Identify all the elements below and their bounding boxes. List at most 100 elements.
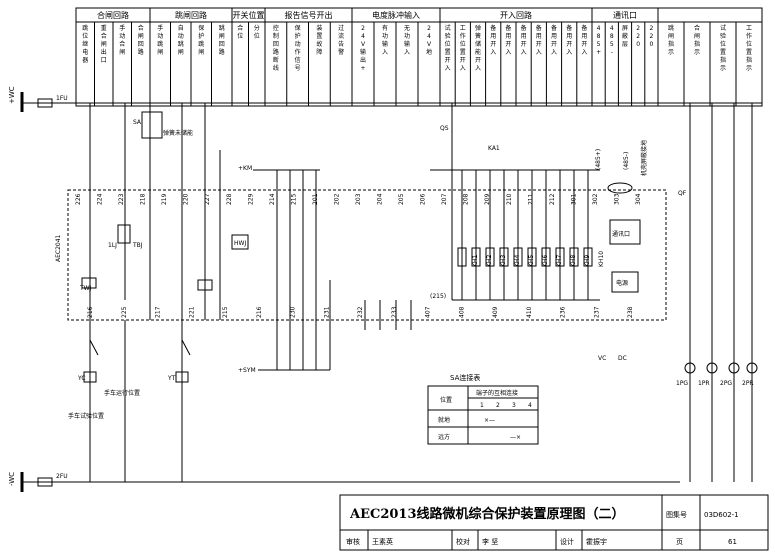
sa-col-1: 1 — [480, 402, 484, 409]
label-ksm: +KM — [238, 165, 252, 172]
terminal-number: 209 — [484, 193, 491, 205]
terminal-number: 215 — [290, 193, 297, 205]
terminal-number: 301 — [570, 193, 577, 205]
header-column-label: 备用开入 — [521, 24, 527, 56]
terminal-number: 211 — [527, 193, 534, 205]
terminal-number: 236 — [560, 306, 567, 318]
kh-relay-coil — [583, 247, 593, 267]
label-hwj: HWJ — [234, 240, 246, 247]
checker-name: 李 坚 — [482, 537, 498, 546]
header-column-label: 跳位继电器 — [82, 24, 88, 64]
header-column-label: 手动跳闸 — [157, 24, 163, 56]
review-label: 审核 — [346, 537, 360, 546]
terminal-number: 238 — [627, 306, 634, 318]
terminal-number: 201 — [312, 193, 319, 205]
sa-row-local-mark: ×— — [484, 417, 495, 424]
terminal-number: 410 — [526, 306, 533, 318]
header-group-label: 跳闸回路 — [175, 10, 207, 20]
label-comm-port: 通讯口 — [612, 230, 630, 238]
kh-relay-coil — [527, 247, 537, 267]
kh-relay-coil — [569, 247, 579, 267]
header-column-label: 跳闸回路 — [219, 24, 225, 56]
label-vc: VC — [598, 355, 606, 362]
shield-note: 机壳屏蔽接地 — [640, 140, 648, 176]
terminal-number: 304 — [635, 193, 642, 205]
title-block: AEC2013线路微机综合保护装置原理图（二） 图集号 03D602-1 审核 … — [339, 494, 769, 551]
header-column-label: 合位 — [237, 24, 243, 40]
drawing-title: AEC2013线路微机综合保护装置原理图（二） — [349, 506, 625, 522]
comm-section: 通讯口 电源 (485+) (485-) 机壳屏蔽接地 VC DC — [595, 140, 648, 362]
header-column-label: 保护动作信号 — [295, 24, 301, 72]
header-column-label: 重合闸出口 — [101, 24, 107, 64]
sa-row-remote-mark: —× — [510, 434, 521, 441]
page-label: 页 — [676, 538, 683, 546]
terminal-number: 205 — [398, 193, 405, 205]
header-group-label: 通讯口 — [613, 10, 637, 20]
check-label: 校对 — [456, 537, 470, 546]
terminal-number: 407 — [425, 306, 432, 318]
label-dc: DC — [618, 355, 627, 362]
sa-switch[interactable]: SA 弹簧未储能 — [133, 111, 193, 139]
atlas-label: 图集号 — [666, 510, 687, 519]
indicator-lamps: 1PG 1PR 2PG 2PR QF — [676, 103, 758, 482]
power-bus-top: +WC 1FU — [8, 86, 762, 112]
sa-col-4: 4 — [528, 402, 532, 409]
header-column-label: 合闸指示 — [694, 24, 700, 56]
terminal-number: 232 — [357, 306, 364, 318]
reviewer-name: 王素英 — [372, 537, 393, 546]
header-column-label: 保护跳闸 — [198, 24, 204, 56]
header-column-label: 跳闸指示 — [668, 24, 674, 56]
terminal-number: 302 — [592, 193, 599, 205]
terminal-number: 409 — [492, 306, 499, 318]
signal-outputs: +KM +SYM — [238, 165, 331, 374]
label-2pg: 2PG — [720, 380, 732, 387]
atlas-number: 03D602-1 — [704, 511, 739, 519]
comm-note-plus: (485+) — [595, 149, 602, 170]
terminal-number: 229 — [247, 193, 254, 205]
sa-position-header: 位置 — [440, 396, 452, 404]
tripping-circuit: HWJ — [181, 103, 249, 482]
label-2pr: 2PR — [742, 380, 754, 387]
comm-note-minus: (485-) — [623, 152, 630, 170]
terminal-number: 216 — [87, 306, 94, 318]
label-yt: YT — [167, 375, 176, 382]
header-column-label: 试验位置开入 — [445, 24, 451, 72]
terminal-number: 212 — [549, 193, 556, 205]
designer-name: 霍振宇 — [586, 537, 607, 546]
sa-row-local: 就地 — [438, 416, 450, 424]
terminal-number: 228 — [226, 193, 233, 205]
header-column-label: 过流告警 — [338, 24, 344, 56]
manual-test-note: 手车试验位置 — [68, 412, 104, 420]
label-tbj: TBJ — [132, 242, 143, 249]
terminal-number: 231 — [323, 306, 330, 318]
header-column-label: 试验位置指示 — [720, 24, 726, 72]
breaker-coils: YC YT 手车试验位置 手车运行位置 — [68, 339, 191, 420]
header-column-label: 备用开入 — [536, 24, 542, 56]
terminal-number: 206 — [420, 193, 427, 205]
header-column-label: 手动合闸 — [119, 24, 125, 56]
terminal-number: 220 — [183, 193, 190, 205]
header-group-label: 开入回路 — [500, 10, 532, 20]
header-column-label: 备用开入 — [581, 24, 587, 56]
header-column-label: 装置故障 — [316, 24, 322, 56]
header-group-label: 开关位置 — [233, 10, 265, 20]
header-column-label: 屏蔽层 — [622, 25, 628, 48]
header-column-label: 分位 — [254, 24, 260, 40]
terminal-number: 204 — [377, 193, 384, 205]
sa-row-remote: 远方 — [438, 433, 450, 441]
fuse-bottom-label: 2FU — [56, 473, 68, 480]
terminal-number: 217 — [155, 306, 162, 318]
kh-relay-coil — [485, 247, 495, 267]
header-group-label: 报告信号开出 — [285, 10, 333, 20]
manual-run-note: 手车运行位置 — [104, 389, 140, 397]
kh-relay-coil — [541, 247, 551, 267]
terminal-number: 233 — [391, 306, 398, 318]
kh-relay-coil — [499, 247, 509, 267]
terminal-number: 214 — [269, 193, 276, 205]
